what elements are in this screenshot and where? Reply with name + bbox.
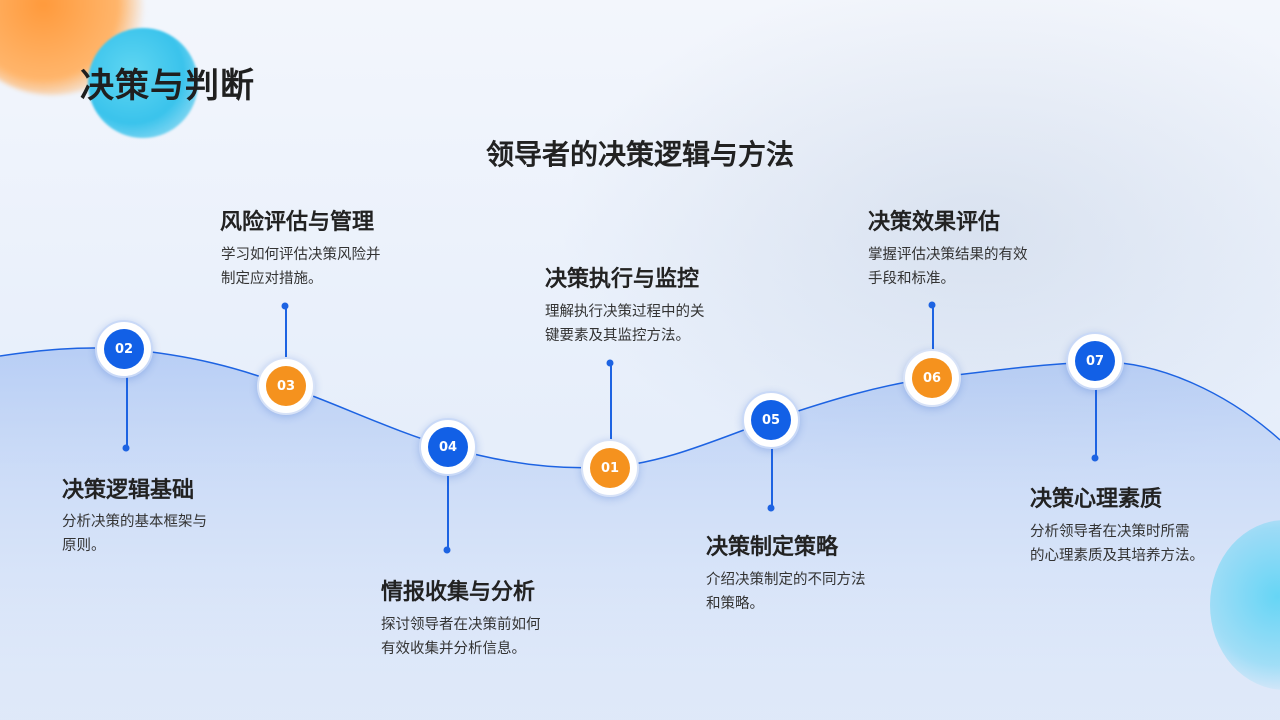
desc-line: 原则。 <box>62 538 106 554</box>
item-title-05: 决策制定策略 <box>706 535 839 560</box>
connector-dot-03 <box>281 302 289 310</box>
desc-line: 的心理素质及其培养方法。 <box>1030 548 1204 564</box>
desc-line: 分析决策的基本框架与 <box>62 514 207 530</box>
desc-line: 制定应对措施。 <box>221 271 323 287</box>
item-title-03: 风险评估与管理 <box>220 210 375 235</box>
item-desc-07: 分析领导者在决策时所需 的心理素质及其培养方法。 <box>1030 520 1204 568</box>
connector-dot-05 <box>767 504 775 512</box>
desc-line: 分析领导者在决策时所需 <box>1030 524 1190 540</box>
connector-04 <box>447 474 449 550</box>
desc-line: 有效收集并分析信息。 <box>381 641 526 657</box>
connector-dot-07 <box>1091 454 1099 462</box>
item-title-01: 决策执行与监控 <box>545 267 700 292</box>
timeline-node-03: 03 <box>257 357 315 415</box>
desc-line: 理解执行决策过程中的关 <box>545 304 705 320</box>
node-number: 02 <box>104 329 144 369</box>
timeline-node-01: 01 <box>581 439 639 497</box>
desc-line: 掌握评估决策结果的有效 <box>868 247 1028 263</box>
item-desc-02: 分析决策的基本框架与 原则。 <box>62 510 207 558</box>
node-number: 04 <box>428 427 468 467</box>
connector-01 <box>610 363 612 441</box>
timeline-node-02: 02 <box>95 320 153 378</box>
connector-dot-01 <box>606 359 614 367</box>
node-number: 06 <box>912 358 952 398</box>
node-number: 03 <box>266 366 306 406</box>
connector-dot-04 <box>443 546 451 554</box>
item-desc-05: 介绍决策制定的不同方法 和策略。 <box>706 568 866 616</box>
page-subtitle: 领导者的决策逻辑与方法 <box>485 138 794 171</box>
desc-line: 学习如何评估决策风险并 <box>221 247 381 263</box>
node-number: 01 <box>590 448 630 488</box>
connector-07 <box>1095 388 1097 458</box>
connector-dot-06 <box>928 301 936 309</box>
item-title-02: 决策逻辑基础 <box>62 478 195 503</box>
timeline-node-05: 05 <box>742 391 800 449</box>
connector-06 <box>932 305 934 353</box>
item-title-04: 情报收集与分析 <box>381 580 536 605</box>
item-desc-04: 探讨领导者在决策前如何 有效收集并分析信息。 <box>381 613 541 661</box>
connector-02 <box>126 376 128 447</box>
timeline-node-06: 06 <box>903 349 961 407</box>
page-title: 决策与判断 <box>80 66 255 106</box>
desc-line: 键要素及其监控方法。 <box>545 328 690 344</box>
node-number: 07 <box>1075 341 1115 381</box>
desc-line: 和策略。 <box>706 596 764 612</box>
timeline-node-04: 04 <box>419 418 477 476</box>
desc-line: 介绍决策制定的不同方法 <box>706 572 866 588</box>
item-desc-01: 理解执行决策过程中的关 键要素及其监控方法。 <box>545 300 705 348</box>
desc-line: 探讨领导者在决策前如何 <box>381 617 541 633</box>
desc-line: 手段和标准。 <box>868 271 955 287</box>
timeline-node-07: 07 <box>1066 332 1124 390</box>
connector-05 <box>771 446 773 508</box>
item-title-06: 决策效果评估 <box>868 210 1001 235</box>
connector-03 <box>285 306 287 360</box>
item-desc-03: 学习如何评估决策风险并 制定应对措施。 <box>221 243 381 291</box>
item-desc-06: 掌握评估决策结果的有效 手段和标准。 <box>868 243 1028 291</box>
connector-dot-02 <box>122 444 130 452</box>
node-number: 05 <box>751 400 791 440</box>
item-title-07: 决策心理素质 <box>1030 487 1163 512</box>
